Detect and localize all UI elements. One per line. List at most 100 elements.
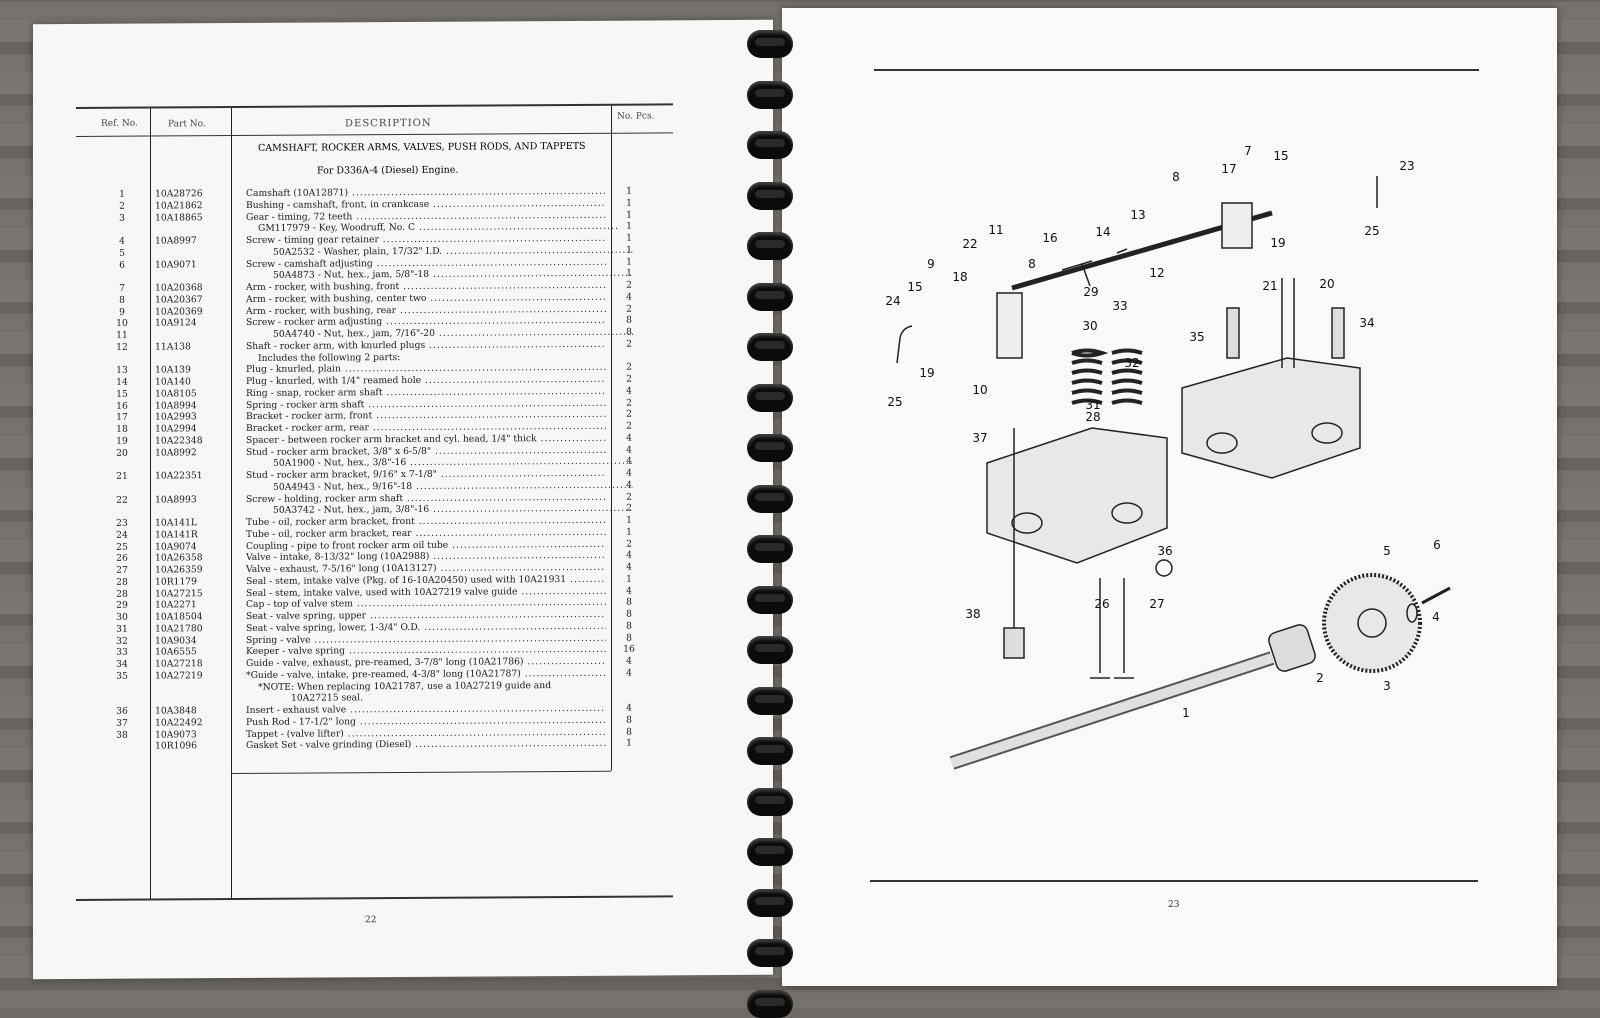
- binding-coil: [747, 81, 793, 109]
- ref-no: 4: [103, 236, 141, 248]
- callout-number: 9: [927, 257, 935, 271]
- ref-no: 5: [103, 247, 141, 259]
- section-title: CAMSHAFT, ROCKER ARMS, VALVES, PUSH RODS…: [258, 141, 586, 154]
- part-no: 10A9074: [155, 541, 197, 553]
- binding-coil: [747, 889, 793, 917]
- intake-valve: [1090, 578, 1110, 678]
- ref-no: 16: [103, 400, 141, 412]
- binding-coil: [747, 131, 793, 159]
- callout-number: 3: [1383, 679, 1391, 693]
- binding-coil: [747, 636, 793, 664]
- diagram-parts: [897, 176, 1450, 763]
- ref-no: 20: [103, 447, 141, 459]
- part-no: 10A8997: [155, 235, 197, 247]
- part-no: 10A8992: [155, 447, 197, 459]
- quantity: 4: [619, 562, 639, 574]
- callout-number: 24: [885, 294, 900, 308]
- callout-number: 16: [1042, 231, 1057, 245]
- part-no: 10R1179: [155, 576, 197, 588]
- part-no: 10A22351: [155, 470, 203, 482]
- binding-coil: [747, 434, 793, 462]
- quantity: 1: [619, 268, 639, 280]
- binding-coil: [747, 182, 793, 210]
- quantity: 1: [619, 233, 639, 245]
- callout-number: 14: [1095, 225, 1110, 239]
- quantity: 4: [619, 550, 639, 562]
- callout-number: 7: [1244, 144, 1252, 158]
- callout-number: 20: [1319, 277, 1334, 291]
- part-no: 10A22348: [155, 435, 203, 447]
- callout-number: 27: [1149, 597, 1164, 611]
- quantity: 8: [619, 726, 639, 738]
- ref-no: 35: [103, 670, 141, 682]
- callout-number: 32: [1124, 356, 1139, 370]
- top-rule: [76, 103, 673, 109]
- callout-number: 22: [962, 237, 977, 251]
- quantity: 1: [619, 526, 639, 538]
- callout-number: 19: [1270, 236, 1285, 250]
- table-end-rule: [231, 771, 611, 774]
- callout-number: 25: [1364, 224, 1379, 238]
- quantity: 4: [619, 432, 639, 444]
- callout-number: 33: [1112, 299, 1127, 313]
- part-no: 10A6555: [155, 647, 197, 659]
- part-no: 10A18504: [155, 611, 203, 623]
- binding-coil: [747, 30, 793, 58]
- ref-no: 3: [103, 212, 141, 224]
- part-no: 10A141L: [155, 517, 197, 529]
- ref-no: 12: [103, 341, 141, 353]
- binding-coil: [747, 687, 793, 715]
- part-no: 10A2993: [155, 412, 197, 424]
- callout-number: 13: [1130, 208, 1145, 222]
- ref-no: 1: [103, 189, 141, 201]
- callout-number: 12: [1149, 266, 1164, 280]
- ref-no: 33: [103, 647, 141, 659]
- ref-no: 22: [103, 494, 141, 506]
- quantity: 4: [619, 585, 639, 597]
- quantity: 1: [619, 256, 639, 268]
- ref-no: 38: [103, 729, 141, 741]
- callout-number: 38: [965, 607, 980, 621]
- section-subtitle: For D336A-4 (Diesel) Engine.: [317, 165, 458, 177]
- binding-coil: [747, 737, 793, 765]
- quantity: 8: [619, 327, 639, 339]
- part-no: 10A27215: [155, 588, 203, 600]
- callout-number: 4: [1432, 610, 1440, 624]
- quantity: 8: [619, 632, 639, 644]
- quantity: 2: [619, 280, 639, 292]
- header-rule: [76, 132, 673, 137]
- callout-number: 5: [1383, 544, 1391, 558]
- callout-number: 6: [1433, 538, 1441, 552]
- part-no: 10A27219: [155, 670, 203, 682]
- callout-number: 8: [1028, 257, 1036, 271]
- callout-number: 26: [1094, 597, 1109, 611]
- quantity: 8: [619, 714, 639, 726]
- quantity: 2: [619, 338, 639, 350]
- binding-coil: [747, 788, 793, 816]
- quantity: 1: [619, 186, 639, 198]
- ref-no: 21: [103, 471, 141, 483]
- quantity: 16: [619, 644, 639, 656]
- binding-coil: [747, 586, 793, 614]
- callout-number: 29: [1083, 285, 1098, 299]
- ref-no: 14: [103, 377, 141, 389]
- quantity: 4: [619, 656, 639, 668]
- quantity: 1: [619, 244, 639, 256]
- ref-no: 26: [103, 553, 141, 565]
- part-no: 10A20368: [155, 282, 203, 294]
- header-ref-no: Ref. No.: [101, 119, 138, 129]
- part-no: 10A21780: [155, 623, 203, 635]
- quantity: 2: [619, 374, 639, 386]
- part-no: 10A8994: [155, 400, 197, 412]
- binding-coil: [747, 535, 793, 563]
- part-no: 10A9034: [155, 635, 197, 647]
- ref-no: 31: [103, 623, 141, 635]
- ref-no: 2: [103, 200, 141, 212]
- quantity: 8: [619, 620, 639, 632]
- quantity: 2: [619, 538, 639, 550]
- callout-number: 8: [1172, 170, 1180, 184]
- part-no: 10A139: [155, 365, 191, 377]
- callout-number: 28: [1085, 410, 1100, 424]
